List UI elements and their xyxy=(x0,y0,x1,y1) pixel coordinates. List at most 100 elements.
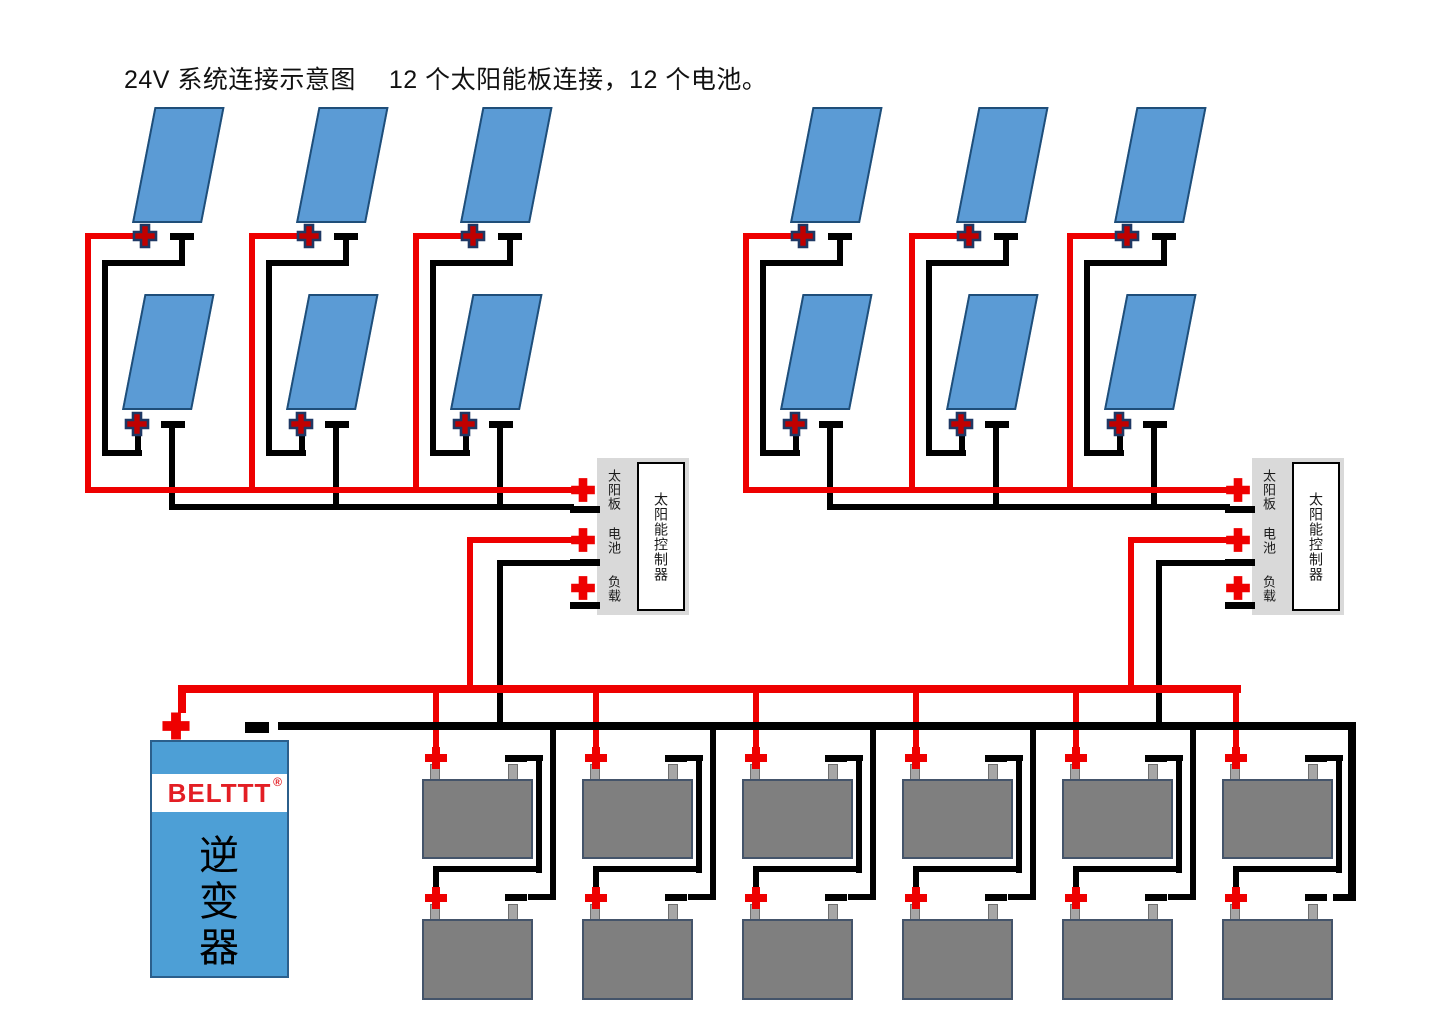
battery xyxy=(1062,779,1173,859)
red-wire-segment xyxy=(1128,537,1228,543)
negative-bus-wire xyxy=(278,722,1356,730)
black-wire-segment xyxy=(959,431,965,456)
black-wire-segment xyxy=(1167,755,1183,761)
red-wire-segment xyxy=(413,233,466,239)
negative-terminal-icon xyxy=(665,894,687,901)
negative-terminal-icon xyxy=(825,755,847,762)
red-wire-segment xyxy=(1067,233,1073,491)
inverter-brand-text: BELTTT xyxy=(167,777,272,808)
registered-trademark-icon: ® xyxy=(273,775,282,789)
negative-terminal-icon xyxy=(1225,506,1255,513)
battery-post xyxy=(828,764,838,780)
positive-terminal-icon xyxy=(452,411,478,437)
black-wire-segment xyxy=(1168,894,1196,900)
negative-bus-wire xyxy=(1333,894,1356,901)
controller-terminal-label: 电池 xyxy=(1261,527,1276,555)
black-wire-segment xyxy=(926,260,932,456)
red-wire-segment xyxy=(743,233,796,239)
black-wire-segment xyxy=(1030,726,1036,900)
black-wire-segment xyxy=(1190,726,1196,900)
battery-post xyxy=(1148,764,1158,780)
negative-terminal-icon xyxy=(489,421,513,428)
negative-terminal-icon xyxy=(161,421,185,428)
black-wire-segment xyxy=(179,239,185,266)
controller-terminal-label: 负载 xyxy=(606,575,621,603)
black-wire-segment xyxy=(266,260,272,456)
group1-positive-collector xyxy=(85,487,577,493)
black-wire-segment xyxy=(433,866,542,872)
red-wire-segment xyxy=(593,689,599,747)
red-wire-segment xyxy=(85,233,138,239)
battery xyxy=(422,779,533,859)
black-wire-segment xyxy=(102,450,142,456)
red-wire-segment xyxy=(249,233,255,491)
positive-terminal-icon xyxy=(1063,745,1089,771)
positive-terminal-icon xyxy=(569,526,597,554)
solar-panel xyxy=(946,294,1039,410)
battery xyxy=(1222,779,1333,859)
black-wire-segment xyxy=(1336,755,1342,873)
black-wire-segment xyxy=(266,260,349,266)
inverter-brand-band: BELTTT ® xyxy=(152,774,287,812)
positive-terminal-icon xyxy=(1224,574,1252,602)
solar-panel xyxy=(790,107,883,223)
positive-terminal-icon xyxy=(743,885,769,911)
solar-panel xyxy=(780,294,873,410)
positive-bus-wire xyxy=(178,685,1241,693)
black-wire-segment xyxy=(1007,755,1023,761)
solar-panel xyxy=(1104,294,1197,410)
negative-terminal-icon xyxy=(325,421,349,428)
group2-negative-collector xyxy=(830,504,1230,510)
black-wire-segment xyxy=(433,866,439,892)
positive-terminal-icon xyxy=(956,223,982,249)
negative-terminal-icon xyxy=(1305,755,1327,762)
positive-terminal-icon xyxy=(296,223,322,249)
black-wire-segment xyxy=(528,894,556,900)
black-wire-segment xyxy=(827,428,833,510)
diagram-title: 24V 系统连接示意图 12 个太阳能板连接，12 个电池。 xyxy=(124,66,768,94)
positive-terminal-icon xyxy=(569,476,597,504)
red-wire-segment xyxy=(467,537,573,543)
solar-panel xyxy=(460,107,553,223)
black-wire-segment xyxy=(1016,755,1022,873)
black-wire-segment xyxy=(430,450,470,456)
positive-terminal-icon xyxy=(1063,885,1089,911)
solar-panel xyxy=(450,294,543,410)
controller-name: 太阳能控制器 xyxy=(1308,491,1324,582)
battery-post xyxy=(668,764,678,780)
negative-terminal-icon xyxy=(505,755,527,762)
controller-name: 太阳能控制器 xyxy=(653,491,669,582)
negative-terminal-icon xyxy=(1145,894,1167,901)
black-wire-segment xyxy=(926,450,966,456)
black-wire-segment xyxy=(1176,755,1182,873)
black-wire-segment xyxy=(696,755,702,873)
positive-terminal-icon xyxy=(903,885,929,911)
negative-terminal-icon xyxy=(570,559,600,566)
battery xyxy=(742,779,853,859)
solar-panel xyxy=(122,294,215,410)
solar-panel xyxy=(956,107,1049,223)
controller-terminal-label: 太阳板 xyxy=(1261,469,1276,511)
black-wire-segment xyxy=(497,560,503,728)
red-wire-segment xyxy=(85,233,91,491)
black-wire-segment xyxy=(926,260,1009,266)
black-wire-segment xyxy=(1073,866,1079,892)
black-wire-segment xyxy=(507,239,513,266)
group2-positive-collector xyxy=(743,487,1237,493)
black-wire-segment xyxy=(1156,560,1162,728)
black-wire-segment xyxy=(102,260,185,266)
positive-terminal-icon xyxy=(160,710,192,742)
battery xyxy=(1062,919,1173,1000)
battery xyxy=(742,919,853,1000)
black-wire-segment xyxy=(550,726,556,900)
solar-panel xyxy=(296,107,389,223)
red-wire-segment xyxy=(753,689,759,747)
positive-terminal-icon xyxy=(743,745,769,771)
battery xyxy=(902,919,1013,1000)
black-wire-segment xyxy=(1233,866,1342,872)
positive-terminal-icon xyxy=(583,885,609,911)
negative-terminal-icon xyxy=(1225,559,1255,566)
negative-terminal-icon xyxy=(1143,421,1167,428)
positive-terminal-icon xyxy=(948,411,974,437)
